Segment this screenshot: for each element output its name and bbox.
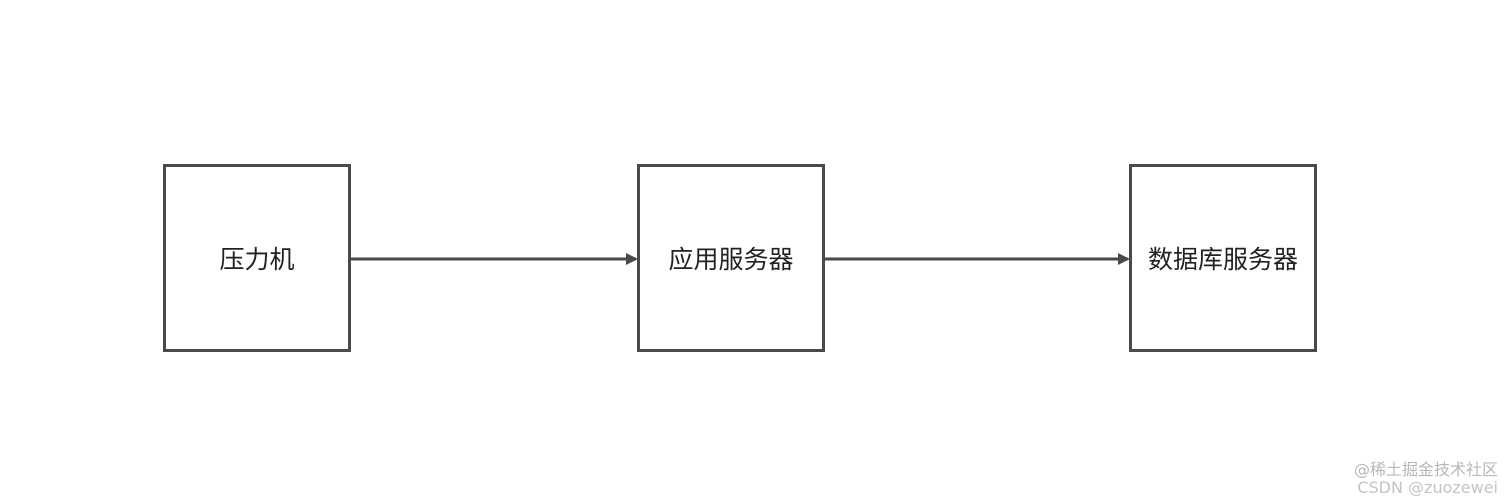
- watermark-line-2: CSDN @zuozewei: [1357, 478, 1498, 497]
- node-pressure-machine: 压力机: [163, 164, 351, 352]
- node-app-server: 应用服务器: [637, 164, 825, 352]
- node-label: 压力机: [219, 245, 295, 274]
- node-label: 数据库服务器: [1147, 245, 1298, 274]
- node-label: 应用服务器: [668, 245, 794, 274]
- watermark-line-1: @稀土掘金技术社区: [1353, 460, 1498, 479]
- watermark: @稀土掘金技术社区 CSDN @zuozewei: [1354, 461, 1498, 497]
- node-db-server: 数据库服务器: [1129, 164, 1317, 352]
